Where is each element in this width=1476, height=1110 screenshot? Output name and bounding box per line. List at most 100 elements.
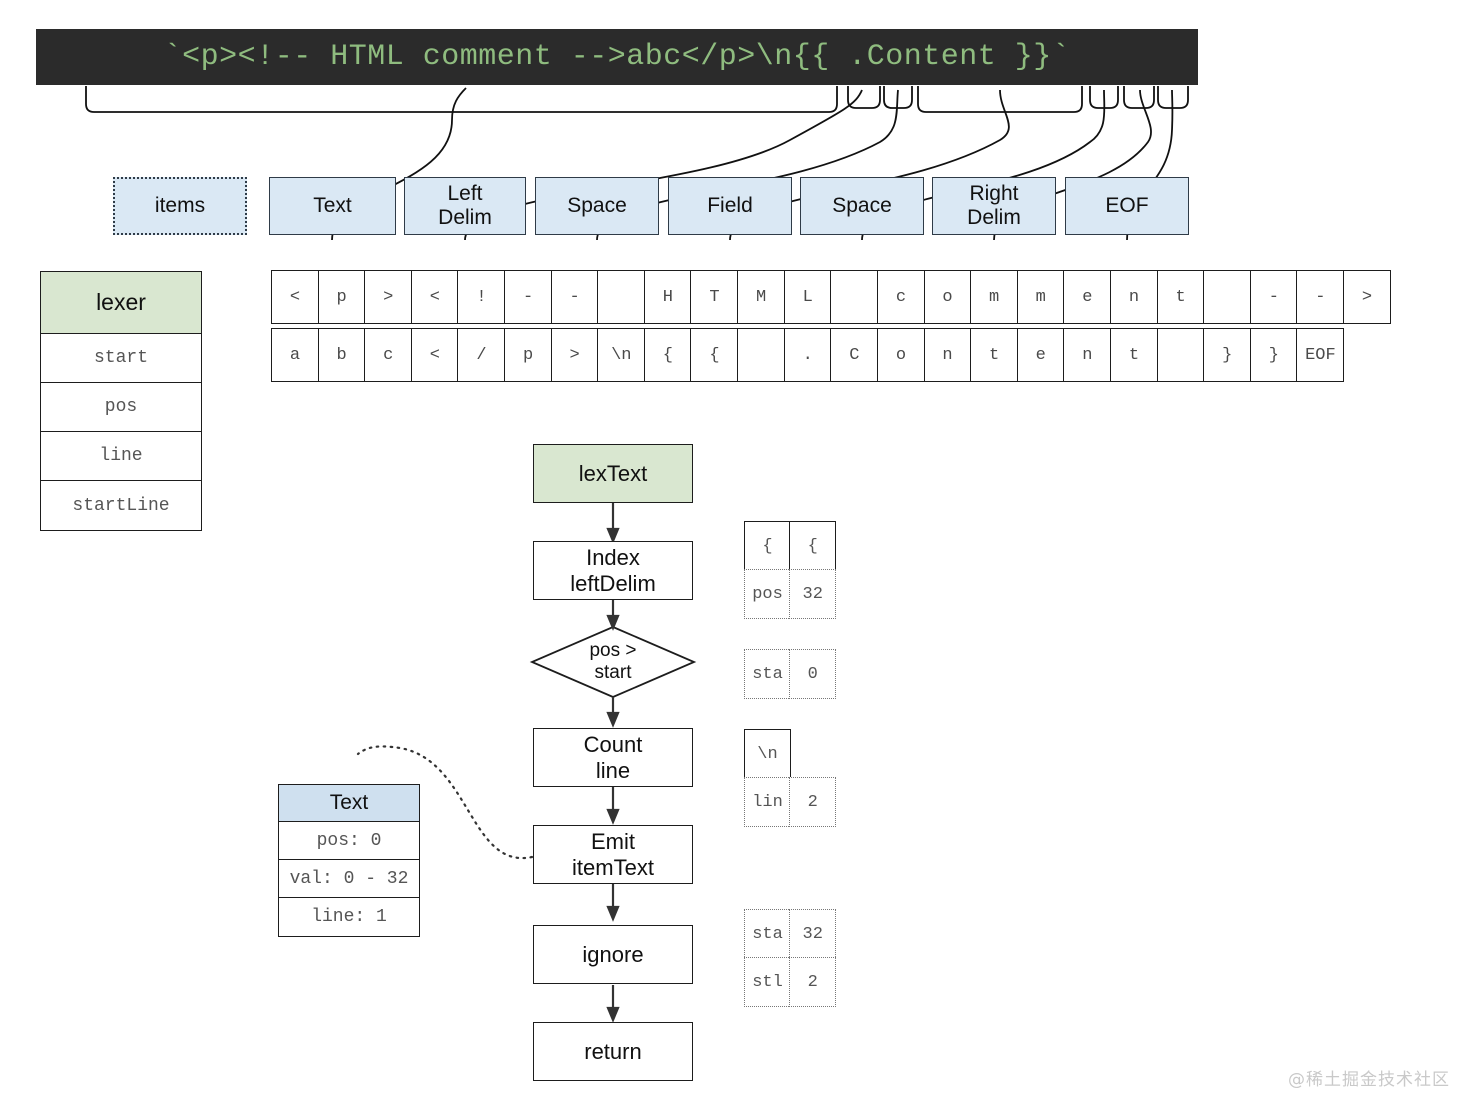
field-label: pos: 0 xyxy=(316,830,382,851)
flow-node-emit-itemtext[interactable]: Emit itemText xyxy=(533,825,693,884)
token-label: Left Delim xyxy=(438,182,492,229)
char-cell: c xyxy=(876,270,925,324)
lexer-struct-table: lexer start pos line startLine xyxy=(40,271,202,531)
flow-node-lextext[interactable]: lexText xyxy=(533,444,693,503)
token-label: EOF xyxy=(1105,194,1149,218)
char-cell: / xyxy=(457,328,506,382)
lexer-field-line: line xyxy=(41,432,201,481)
char-cell: C xyxy=(830,328,879,382)
char-cell xyxy=(830,270,879,324)
char-cell: T xyxy=(690,270,739,324)
char-cell: { xyxy=(690,328,739,382)
token-label: Space xyxy=(832,194,892,218)
char-cell: > xyxy=(1343,270,1392,324)
cell-value: sta xyxy=(752,924,783,944)
token-box-field[interactable]: Field xyxy=(668,177,792,235)
cell-value: 32 xyxy=(802,584,823,604)
lexer-struct-header: lexer xyxy=(41,272,201,334)
char-cell xyxy=(597,270,646,324)
char-cell: n xyxy=(923,328,972,382)
flow-node-count-line[interactable]: Count line xyxy=(533,728,693,787)
newline-char: \n xyxy=(744,729,791,779)
cell-value: pos xyxy=(752,584,783,604)
text-item-field-line: line: 1 xyxy=(279,898,419,936)
lexer-field-start: start xyxy=(41,334,201,383)
flow-node-label: Index leftDelim xyxy=(570,545,656,596)
field-label: pos xyxy=(104,397,138,417)
flow-node-ignore[interactable]: ignore xyxy=(533,925,693,984)
annotation-row: sta 32 xyxy=(744,909,837,959)
token-box-space-2[interactable]: Space xyxy=(800,177,924,235)
annotation-row: { { xyxy=(744,521,837,571)
char-cell: > xyxy=(550,328,599,382)
char-cell: e xyxy=(1016,328,1065,382)
field-label: val: 0 - 32 xyxy=(289,868,409,889)
cell-value: { xyxy=(762,536,773,556)
annotation-row: sta 0 xyxy=(744,649,837,699)
watermark: @稀土掘金技术社区 xyxy=(1288,1070,1450,1090)
char-cell: - xyxy=(550,270,599,324)
field-label: line xyxy=(99,446,143,466)
token-label: Right Delim xyxy=(967,182,1021,229)
source-code-text: `<p><!-- HTML comment -->abc</p>\n{{ .Co… xyxy=(163,40,1071,74)
text-item-field-pos: pos: 0 xyxy=(279,822,419,860)
char-cell: EOF xyxy=(1296,328,1345,382)
source-code-bar: `<p><!-- HTML comment -->abc</p>\n{{ .Co… xyxy=(36,29,1198,85)
char-cell: m xyxy=(1016,270,1065,324)
start-value: 0 xyxy=(789,649,837,699)
char-cell: o xyxy=(876,328,925,382)
annotation-left-delim: { { pos 32 xyxy=(744,521,837,620)
char-cell xyxy=(1156,328,1205,382)
char-cell: L xyxy=(783,270,832,324)
token-box-right-delim[interactable]: Right Delim xyxy=(932,177,1056,235)
token-box-space-1[interactable]: Space xyxy=(535,177,659,235)
annotation-row: pos 32 xyxy=(744,569,837,620)
flow-node-label: lexText xyxy=(578,460,648,486)
char-cell: \n xyxy=(597,328,646,382)
pos-key: pos xyxy=(744,569,791,620)
char-cell: < xyxy=(410,328,459,382)
annotation-start-zero: sta 0 xyxy=(744,649,837,699)
char-cell: t xyxy=(1156,270,1205,324)
emit-to-text-connector xyxy=(356,745,534,860)
char-cell xyxy=(737,328,786,382)
char-cell: - xyxy=(504,270,553,324)
flow-node-return[interactable]: return xyxy=(533,1022,693,1081)
flow-node-label: ignore xyxy=(582,941,644,967)
reset-start-value: 32 xyxy=(789,909,837,959)
char-cell: e xyxy=(1063,270,1112,324)
char-cell: } xyxy=(1203,328,1252,382)
char-cell: c xyxy=(364,328,413,382)
token-label: Field xyxy=(707,194,753,218)
reset-startline-value: 2 xyxy=(789,957,837,1008)
annotation-row: stl 2 xyxy=(744,957,837,1008)
char-cell: - xyxy=(1296,270,1345,324)
field-label: startLine xyxy=(72,495,170,516)
flow-node-label: Count line xyxy=(583,732,643,783)
field-label: start xyxy=(93,348,148,368)
cell-value: sta xyxy=(752,664,783,684)
decision-diamond xyxy=(529,626,697,698)
cell-value: { xyxy=(807,536,818,556)
flow-node-label: return xyxy=(584,1038,642,1064)
token-box-eof[interactable]: EOF xyxy=(1065,177,1189,235)
cell-value: \n xyxy=(757,744,778,764)
char-cell: t xyxy=(1109,328,1158,382)
cell-value: 32 xyxy=(802,924,823,944)
char-cell: t xyxy=(970,328,1019,382)
char-cell: p xyxy=(504,328,553,382)
char-cell: a xyxy=(271,328,319,382)
char-cell: n xyxy=(1063,328,1112,382)
cell-value: stl xyxy=(752,972,783,992)
token-box-text[interactable]: Text xyxy=(269,177,396,235)
reset-startline-key: stl xyxy=(744,957,791,1008)
annotation-reset-state: sta 32 stl 2 xyxy=(744,909,837,1008)
token-box-left-delim[interactable]: Left Delim xyxy=(404,177,526,235)
char-cell: p xyxy=(317,270,366,324)
char-cell: o xyxy=(923,270,972,324)
flow-node-index-leftdelim[interactable]: Index leftDelim xyxy=(533,541,693,600)
char-cell: b xyxy=(317,328,366,382)
delim-char-1: { xyxy=(744,521,791,571)
flow-node-label: Emit itemText xyxy=(572,829,654,880)
